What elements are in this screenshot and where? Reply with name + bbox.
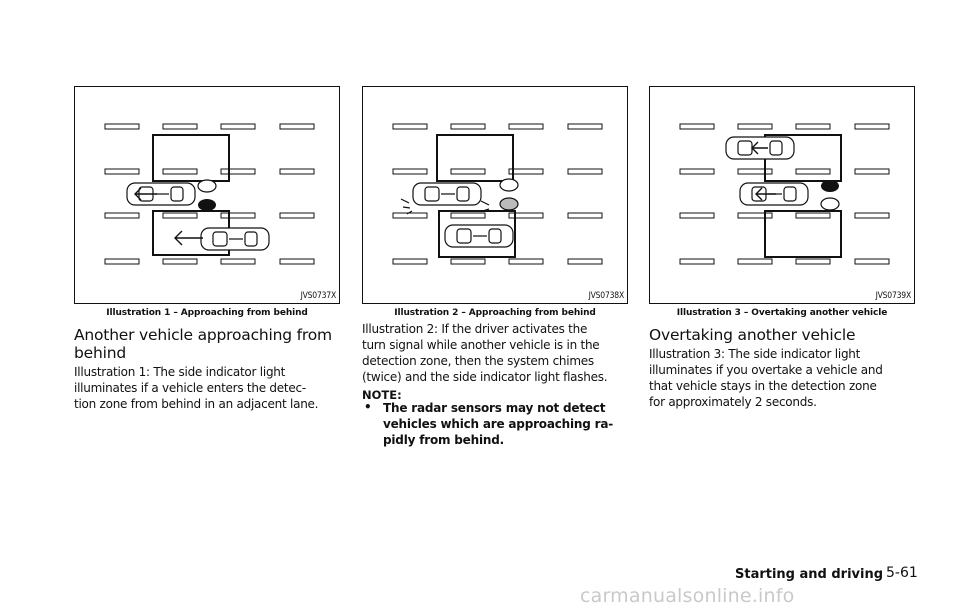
illustration-3 [679, 123, 890, 265]
figure-3: JVS0739X [649, 86, 915, 304]
text-line: detection zone, then the system chimes [362, 354, 594, 368]
figure-code: JVS0738X [588, 291, 625, 301]
text-line: Illustration 3: The side indicator light [649, 347, 861, 361]
figure-caption: Illustration 3 – Overtaking another vehi… [676, 308, 888, 318]
section-heading: Overtaking another vehicle [649, 326, 856, 344]
text-line: (twice) and the side indicator light fla… [362, 370, 608, 384]
note-item: The radar sensors may not detect vehicle… [383, 400, 613, 448]
figure-2: JVS0738X [362, 86, 628, 304]
text-line: for approximately 2 seconds. [649, 395, 817, 409]
note-label: NOTE: [362, 388, 402, 402]
paragraph: Illustration 2: If the driver activates … [362, 321, 608, 385]
figure-caption: Illustration 1 – Approaching from behind [106, 308, 308, 318]
text-line: that vehicle stays in the detection zone [649, 379, 877, 393]
paragraph: Illustration 3: The side indicator light… [649, 346, 883, 410]
bullet-icon: • [364, 400, 372, 414]
text-line: Illustration 1: The side indicator light [74, 365, 286, 379]
heading-line: behind [74, 344, 126, 362]
section-heading: Another vehicle approaching from behind [74, 326, 332, 362]
figure-caption: Illustration 2 – Approaching from behind [394, 308, 596, 318]
illustration-2 [392, 123, 603, 265]
page-number: 5-61 [886, 565, 918, 581]
text-line: tion zone from behind in an adjacent lan… [74, 397, 319, 411]
watermark: carmanualsonline.info [580, 585, 795, 607]
text-line: illuminates if a vehicle enters the dete… [74, 381, 306, 395]
footer-section-title: Starting and driving [735, 567, 884, 582]
text-line: illuminates if you overtake a vehicle an… [649, 363, 883, 377]
figure-code: JVS0737X [300, 291, 337, 301]
figure-code: JVS0739X [875, 291, 912, 301]
paragraph: Illustration 1: The side indicator light… [74, 364, 319, 412]
text-line: The radar sensors may not detect [383, 401, 606, 415]
text-line: pidly from behind. [383, 433, 504, 447]
heading-line: Another vehicle approaching from [74, 326, 332, 344]
text-line: vehicles which are approaching ra- [383, 417, 614, 431]
figure-1: JVS0737X [74, 86, 340, 304]
illustration-1 [104, 123, 315, 265]
text-line: turn signal while another vehicle is in … [362, 338, 600, 352]
text-line: Illustration 2: If the driver activates … [362, 322, 588, 336]
